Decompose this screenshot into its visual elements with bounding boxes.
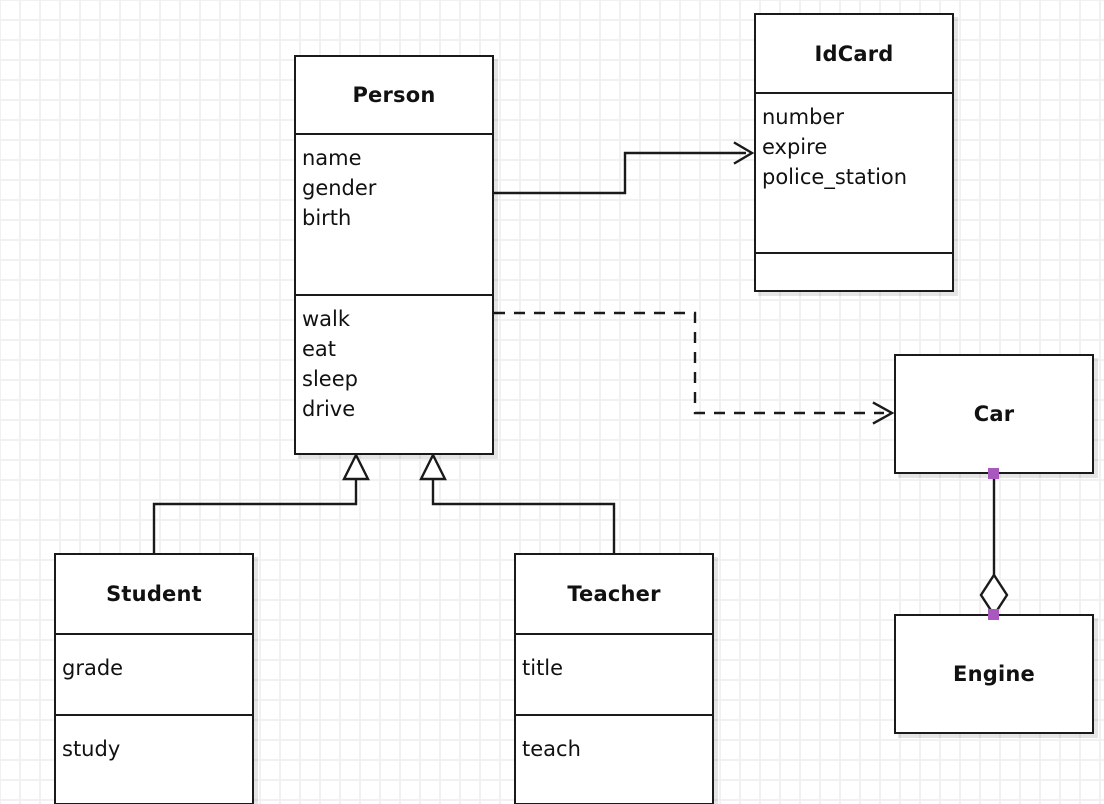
attribute-item: birth	[302, 205, 352, 230]
attributes-compartment-teacher: title	[516, 633, 712, 713]
class-title-person: Person	[352, 82, 436, 107]
method-item: drive	[302, 396, 356, 421]
class-box-student[interactable]: Student grade study	[54, 553, 254, 804]
open-arrow-head	[872, 401, 895, 425]
class-box-person[interactable]: Person name gender birth walk eat sleep …	[294, 55, 494, 455]
attribute-item: title	[522, 656, 564, 681]
class-title-engine: Engine	[953, 662, 1035, 686]
attribute-item: expire	[762, 135, 828, 160]
attribute-item: number	[762, 105, 844, 130]
methods-compartment-person: walk eat sleep drive	[296, 293, 492, 453]
attribute-item: police_station	[762, 165, 908, 190]
relationship-dependency-person-car[interactable]	[494, 311, 895, 425]
class-box-engine[interactable]: Engine	[894, 614, 1094, 734]
relationship-association-person-idcard[interactable]	[494, 141, 755, 195]
class-box-idcard[interactable]: IdCard number expire police_station	[754, 13, 954, 292]
class-title-student: Student	[106, 582, 202, 607]
association-line	[494, 151, 746, 195]
hollow-triangle-head	[342, 452, 370, 481]
attributes-compartment-person: name gender birth	[296, 132, 492, 294]
relationship-aggregation-car-engine[interactable]	[979, 474, 1009, 618]
generalization-line	[152, 479, 358, 553]
class-title-idcard: IdCard	[814, 41, 894, 66]
methods-compartment-idcard	[756, 252, 952, 290]
attribute-item: name	[302, 145, 362, 170]
method-item: sleep	[302, 366, 358, 391]
methods-compartment-teacher: teach	[516, 713, 712, 803]
method-item: eat	[302, 336, 337, 361]
generalization-line	[431, 479, 616, 553]
attribute-item: grade	[62, 656, 124, 681]
connection-endpoint-car[interactable]	[988, 468, 999, 479]
relationship-generalization-teacher-person[interactable]	[419, 452, 616, 553]
methods-compartment-student: study	[56, 713, 252, 803]
method-item: walk	[302, 306, 351, 331]
hollow-triangle-head	[419, 452, 447, 481]
attributes-compartment-idcard: number expire police_station	[756, 92, 952, 252]
open-arrow-head	[733, 141, 755, 165]
class-box-teacher[interactable]: Teacher title teach	[514, 553, 714, 804]
relationship-generalization-student-person[interactable]	[152, 452, 370, 553]
class-box-car[interactable]: Car	[894, 354, 1094, 474]
class-title-teacher: Teacher	[567, 582, 661, 607]
attributes-compartment-student: grade	[56, 633, 252, 713]
class-title-car: Car	[973, 402, 1015, 426]
connection-endpoint-engine[interactable]	[988, 609, 999, 620]
method-item: study	[62, 736, 121, 761]
attribute-item: gender	[302, 175, 377, 200]
method-item: teach	[522, 736, 581, 761]
dependency-line	[494, 311, 884, 415]
